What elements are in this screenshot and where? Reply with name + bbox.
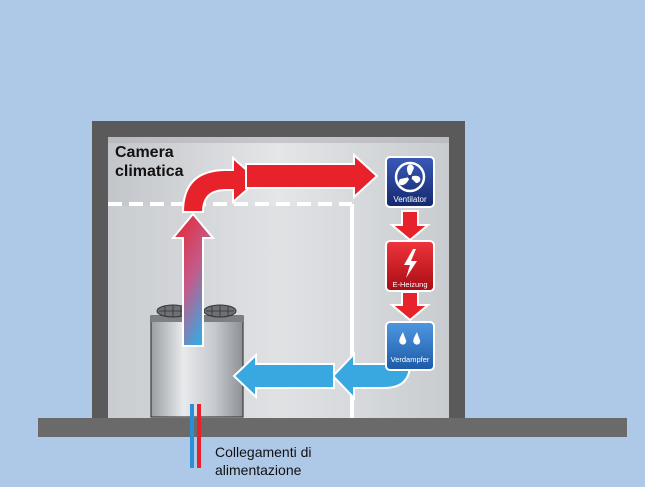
air-arrow-bottom bbox=[232, 352, 335, 400]
room-label-line-2: climatica bbox=[115, 163, 184, 180]
room-label: Camera climatica bbox=[115, 143, 183, 181]
room-label-line-1: Camera bbox=[115, 144, 174, 161]
evaporator-component: Verdampfer bbox=[385, 321, 435, 371]
supply-label-line-2: alimentazione bbox=[215, 462, 302, 478]
component-flow bbox=[389, 210, 431, 322]
unit-fan-grille-left bbox=[156, 304, 190, 318]
floor bbox=[38, 418, 627, 437]
heater-component: E-Heizung bbox=[385, 240, 435, 292]
air-arrow-heater-to-evap bbox=[389, 291, 431, 322]
air-arrow-top bbox=[245, 152, 379, 200]
unit-fan-grille-right bbox=[203, 304, 237, 318]
air-arrow-fan-to-heater bbox=[389, 210, 431, 242]
supply-label: Collegamenti di alimentazione bbox=[215, 443, 312, 479]
water-drops-icon bbox=[399, 332, 421, 345]
fan-icon bbox=[394, 161, 426, 193]
fan-label: Ventilator bbox=[393, 195, 427, 204]
lightning-icon bbox=[404, 249, 417, 278]
supply-pipes bbox=[190, 404, 201, 468]
supply-label-line-1: Collegamenti di bbox=[215, 444, 312, 460]
warm-air-flow bbox=[170, 152, 379, 347]
evaporator-label: Verdampfer bbox=[391, 355, 430, 364]
cool-air-flow bbox=[232, 351, 412, 401]
air-arrow-up bbox=[170, 212, 216, 347]
heater-label: E-Heizung bbox=[392, 280, 427, 289]
fan-component: Ventilator bbox=[385, 156, 435, 208]
